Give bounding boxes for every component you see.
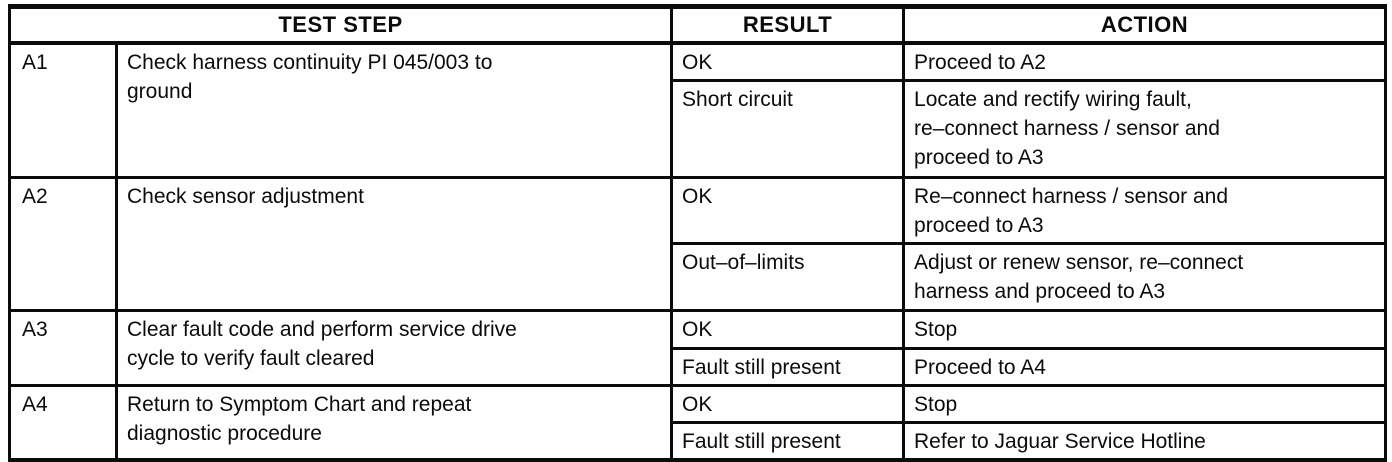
table-row: A2 Check sensor adjustment OK Re–connect… <box>8 176 1388 312</box>
result-cell: Fault still present <box>670 347 906 387</box>
table-row: A4 Return to Symptom Chart and repeat di… <box>8 384 1388 462</box>
result-cell: OK <box>670 384 906 424</box>
table-row: Fault still present Refer to Jaguar Serv… <box>10 421 1388 462</box>
result-cell: Fault still present <box>670 421 906 462</box>
action-cell: Proceed to A2 <box>902 41 1388 82</box>
diagnostic-procedure-table: TEST STEP RESULT ACTION A1 Check harness… <box>7 4 1388 462</box>
result-cell: OK <box>670 176 906 245</box>
action-cell: Locate and rectify wiring fault, re–conn… <box>902 79 1388 179</box>
table-row: Short circuit Locate and rectify wiring … <box>10 79 1388 179</box>
step-id-cell: A3 <box>8 309 118 387</box>
action-cell: Re–connect harness / sensor and proceed … <box>902 176 1388 245</box>
action-cell: Refer to Jaguar Service Hotline <box>902 421 1388 462</box>
action-cell: Stop <box>902 384 1388 424</box>
column-header-action: ACTION <box>902 5 1388 45</box>
result-cell: OK <box>670 309 906 350</box>
column-header-result: RESULT <box>670 5 906 45</box>
action-cell: Stop <box>902 309 1388 350</box>
step-description-cell: Check harness continuity PI 045/003 to g… <box>114 41 674 179</box>
step-description-cell: Check sensor adjustment <box>114 176 674 312</box>
result-cell: OK <box>670 41 906 82</box>
table-row: A3 Clear fault code and perform service … <box>8 309 1388 387</box>
step-id-cell: A4 <box>8 384 118 462</box>
step-id-cell: A2 <box>8 176 118 312</box>
step-id-cell: A1 <box>8 41 118 179</box>
action-cell: Adjust or renew sensor, re–connect harne… <box>902 242 1388 312</box>
action-cell: Proceed to A4 <box>902 347 1388 387</box>
table-row: A1 Check harness continuity PI 045/003 t… <box>8 41 1388 179</box>
column-header-test-step: TEST STEP <box>7 5 674 45</box>
table-row: Out–of–limits Adjust or renew sensor, re… <box>10 242 1388 312</box>
table-header-row: TEST STEP RESULT ACTION <box>7 5 1388 45</box>
step-description-cell: Clear fault code and perform service dri… <box>114 309 674 387</box>
step-description-cell: Return to Symptom Chart and repeat diagn… <box>114 384 674 462</box>
table-row: Fault still present Proceed to A4 <box>10 347 1388 387</box>
result-cell: Out–of–limits <box>670 242 906 312</box>
result-cell: Short circuit <box>670 79 906 179</box>
